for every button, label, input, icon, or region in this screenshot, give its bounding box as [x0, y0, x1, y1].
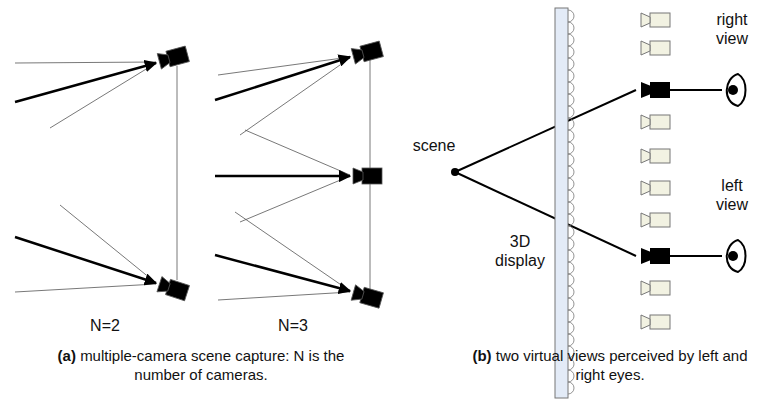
camera-rig-n2-part [15, 237, 156, 283]
camera-rig-n3-part [215, 57, 350, 100]
virtual-camera-array-part [641, 149, 670, 163]
camera-rig-n2-part [157, 277, 190, 301]
caption-text: two virtual views perceived by left and … [496, 347, 748, 383]
display-setup-part-part [568, 214, 574, 226]
camera-rig-n2-part [157, 46, 189, 69]
caption-tag: (b) [472, 347, 491, 364]
display-setup-part-part [568, 178, 574, 190]
camera-rig-n3-part [245, 130, 350, 175]
virtual-camera-array-part [670, 255, 722, 257]
camera-rig-n2-part [15, 62, 156, 63]
virtual-camera-array-part [641, 13, 670, 27]
display-label: 3D display [492, 232, 548, 270]
camera-rig-n2-part [177, 66, 178, 280]
view-label: left view [706, 176, 758, 214]
display-setup-part-part [568, 154, 574, 166]
display-setup-part-part [568, 370, 574, 382]
caption-a: (a)multiple-camera scene capture: N is t… [42, 346, 360, 384]
display-setup-part-part [568, 322, 574, 334]
display-setup-part-part [568, 94, 574, 106]
display-setup-part [568, 10, 574, 394]
virtual-camera-array-part [641, 213, 670, 227]
camera-rig-n2 [15, 46, 189, 301]
view-label: right view [706, 10, 758, 48]
display-setup-part-part [568, 58, 574, 70]
display-setup-part-part [568, 70, 574, 82]
display-setup-part-part [568, 22, 574, 34]
display-setup-part-part [568, 106, 574, 118]
display-setup-part-part [568, 286, 574, 298]
eye-symbol-part [727, 240, 746, 272]
eye-symbol-part [727, 74, 746, 106]
display-setup-part-part [568, 310, 574, 322]
display-setup-part-part [568, 202, 574, 214]
camera-rig-n3-part [218, 292, 350, 300]
display-setup-part-part [568, 226, 574, 238]
display-setup-part-part [568, 130, 574, 142]
camera-rig-n2-part [15, 284, 156, 292]
camera-count-label: N=2 [75, 316, 135, 335]
display-setup-part [451, 168, 459, 176]
display-setup [451, 8, 636, 398]
display-setup-part-part [568, 250, 574, 262]
caption-tag: (a) [58, 347, 76, 364]
display-setup-part-part [568, 118, 574, 130]
display-setup-part-part [568, 298, 574, 310]
virtual-camera-array-part [641, 82, 670, 98]
virtual-camera-array-part [641, 315, 670, 329]
display-setup-part-part [568, 82, 574, 94]
virtual-camera-array-part [641, 115, 670, 129]
display-setup-part-part [568, 46, 574, 58]
scene-label: scene [406, 136, 462, 155]
eye-symbol-part [728, 251, 738, 261]
camera-rig-n3-part [240, 58, 350, 135]
display-setup-part-part [568, 190, 574, 202]
display-setup-part-part [568, 238, 574, 250]
camera-rig-n2-part [50, 63, 156, 128]
virtual-camera-array-part [641, 248, 670, 264]
display-setup-part-part [568, 262, 574, 274]
virtual-camera-array-part [641, 41, 670, 55]
camera-rig-n3-part [235, 212, 350, 291]
camera-rig-n2-part [60, 205, 156, 283]
caption-b: (b) two virtual views perceived by left a… [468, 346, 752, 384]
display-setup-part-part [568, 34, 574, 46]
virtual-camera-array-part [641, 281, 670, 295]
camera-rig-n3-part [240, 176, 350, 222]
camera-rig-n2-part [15, 63, 156, 102]
caption-text: multiple-camera scene capture: N is the … [80, 347, 344, 383]
camera-rig-n3-part [215, 255, 350, 291]
display-setup-part [555, 8, 568, 398]
display-setup-part [455, 172, 636, 256]
eye-symbol-part [728, 85, 738, 95]
virtual-camera-array-part [670, 89, 722, 91]
display-setup-part-part [568, 382, 574, 394]
eye-symbol [727, 74, 746, 272]
camera-rig-n3 [215, 41, 383, 308]
display-setup-part-part [568, 166, 574, 178]
display-setup-part-part [568, 274, 574, 286]
display-setup-part [455, 90, 636, 172]
camera-rig-n3-part [351, 285, 383, 308]
display-setup-part-part [568, 142, 574, 154]
display-setup-part-part [568, 334, 574, 346]
virtual-camera-array-part [641, 181, 670, 195]
camera-rig-n3-part [353, 168, 382, 184]
camera-count-label: N=3 [263, 316, 323, 335]
camera-rig-n3-part [351, 41, 383, 64]
camera-rig-n3-part [215, 175, 350, 178]
display-setup-part-part [568, 10, 574, 22]
virtual-camera-array [641, 13, 722, 329]
